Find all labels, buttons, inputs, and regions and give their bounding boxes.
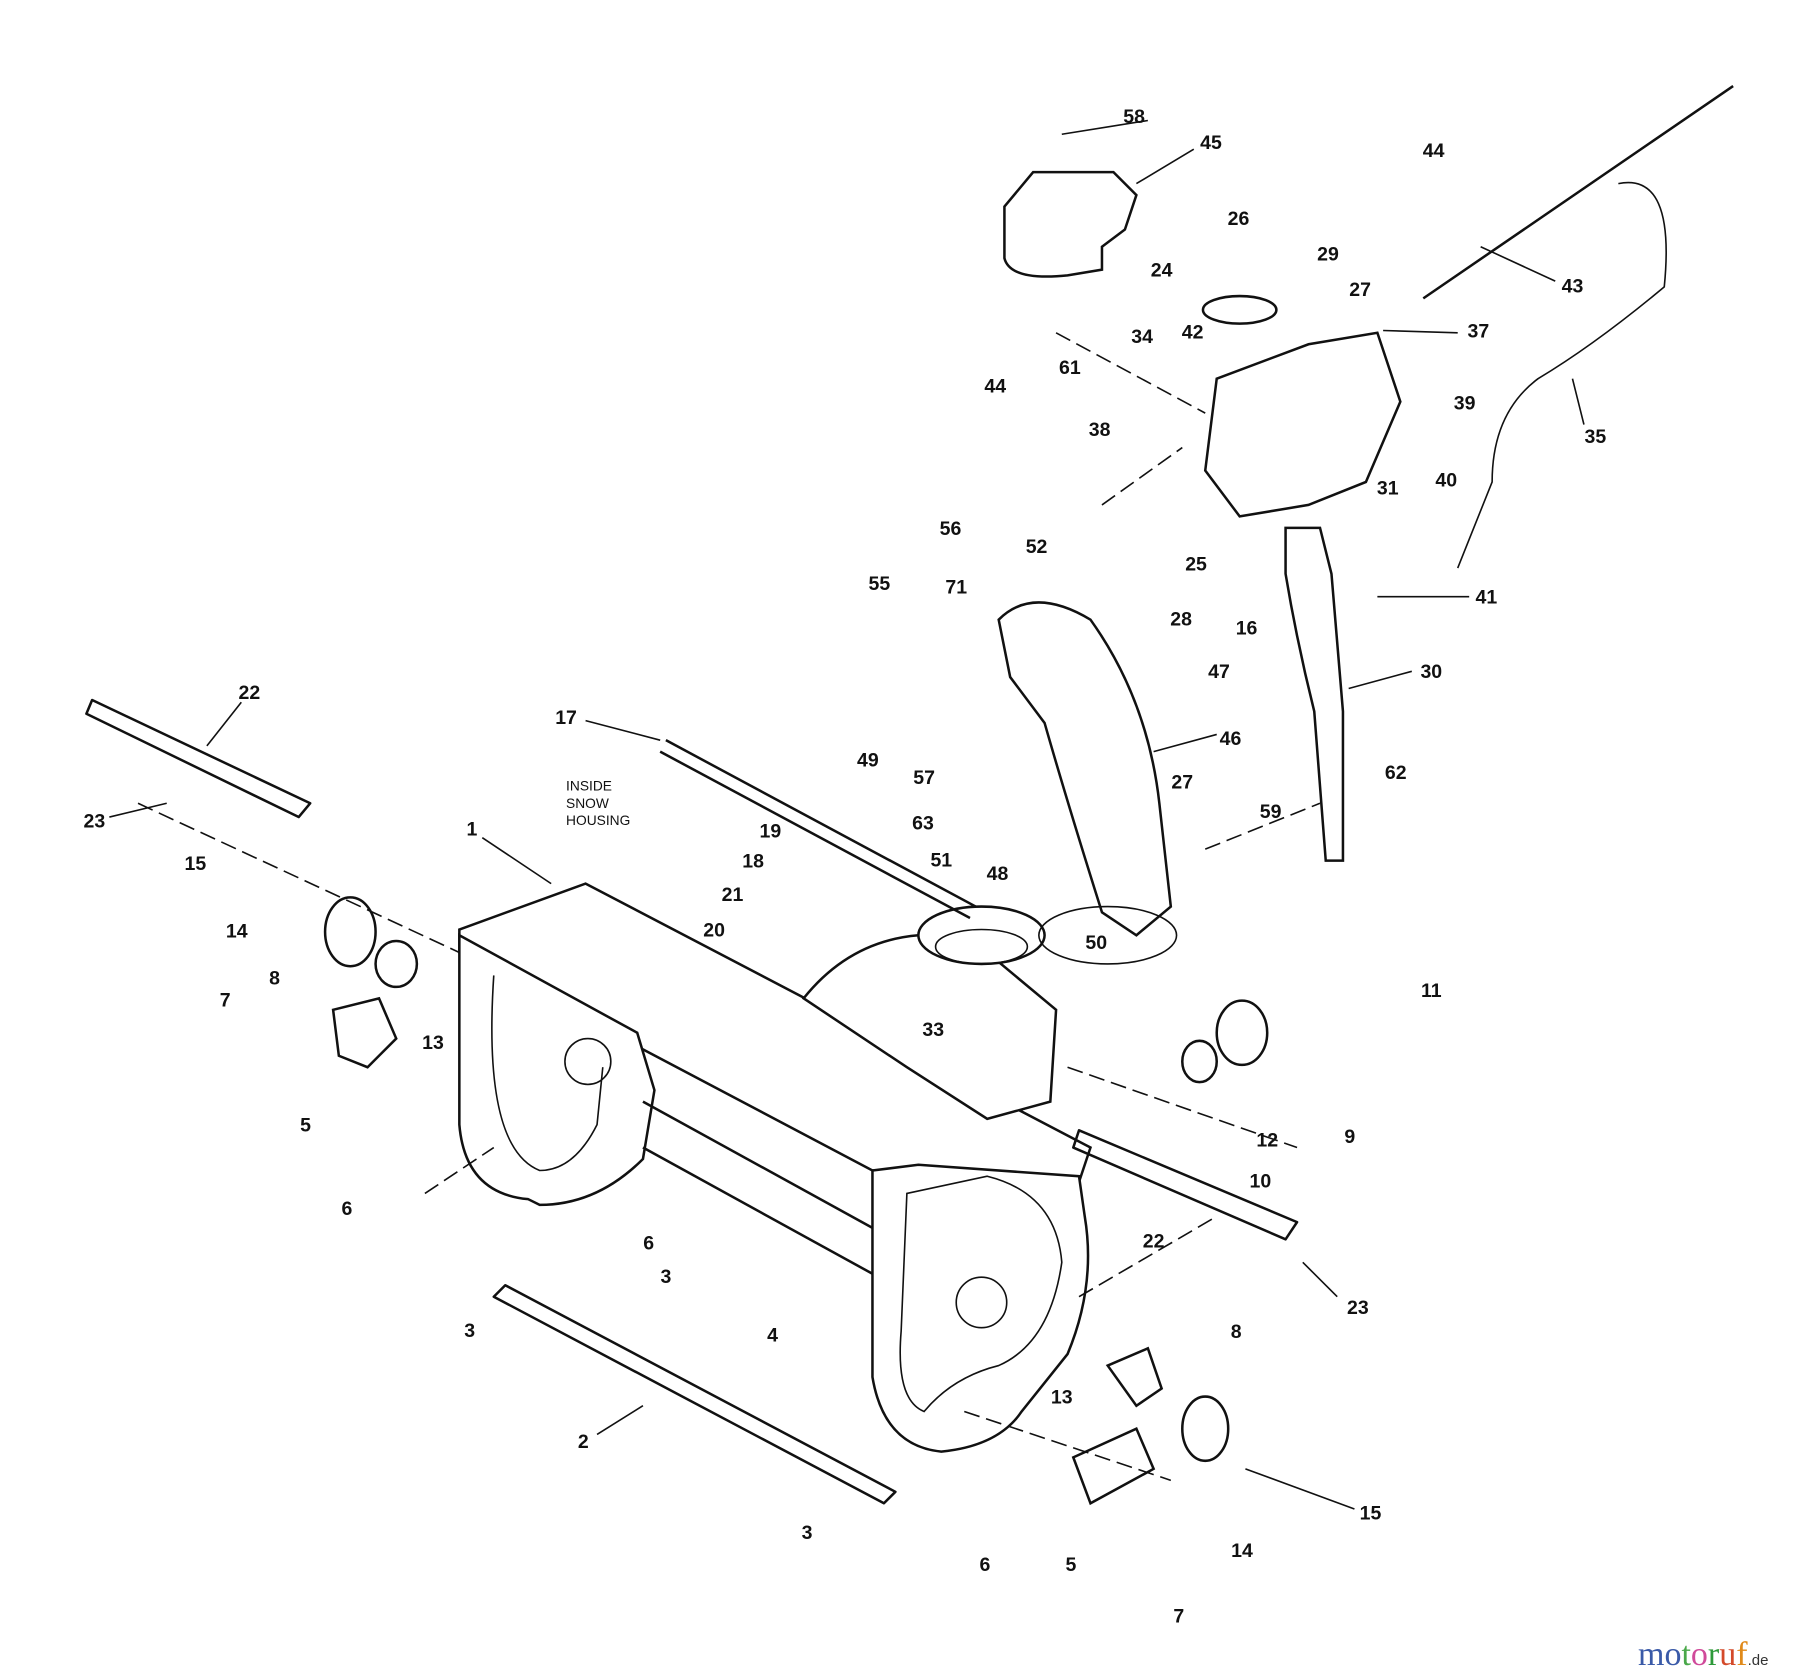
callout-37: 37 [1468,320,1490,342]
callout-48: 48 [987,863,1009,885]
callout-45: 45 [1200,132,1222,154]
callout-30: 30 [1420,661,1442,683]
callout-38: 38 [1089,419,1111,441]
logo-suffix: .de [1747,1652,1769,1669]
callout-23: 23 [1347,1297,1369,1319]
callout-55: 55 [868,573,890,595]
callout-23: 23 [84,810,106,832]
logo-letter: o [1664,1636,1682,1673]
note-line-2: SNOW [566,796,609,811]
callout-28: 28 [1170,608,1192,630]
scraper-bar [492,1283,897,1505]
note-line-3: HOUSING [566,813,630,828]
callout-31: 31 [1377,478,1399,500]
motoruf-watermark-logo: motoruf.de [1638,1636,1768,1674]
callout-49: 49 [857,750,879,772]
bearing-assemblies [323,896,1269,1506]
chute-crank [1201,85,1734,862]
callout-52: 52 [1026,536,1048,558]
shave-plates [85,698,1299,1241]
callout-24: 24 [1151,260,1173,282]
discharge-chute [997,170,1178,965]
callout-57: 57 [913,767,935,789]
callout-71: 71 [945,576,967,598]
callout-56: 56 [940,518,962,540]
callout-8: 8 [1231,1321,1242,1343]
callout-3: 3 [802,1522,813,1544]
callout-13: 13 [1051,1386,1073,1408]
callout-14: 14 [226,921,248,943]
callout-7: 7 [1173,1606,1184,1628]
note-line-1: INSIDE [566,779,612,794]
logo-letter: f [1736,1636,1748,1673]
callout-2: 2 [578,1431,589,1453]
callout-14: 14 [1231,1540,1253,1562]
snow-housing [458,882,1093,1453]
callout-22: 22 [1143,1230,1165,1252]
callout-1: 1 [467,818,478,840]
callout-43: 43 [1562,276,1584,298]
logo-letter: r [1707,1636,1720,1673]
callout-27: 27 [1171,771,1193,793]
callout-62: 62 [1385,762,1407,784]
callout-10: 10 [1249,1171,1271,1193]
callout-18: 18 [742,851,764,873]
callout-47: 47 [1208,661,1230,683]
callout-51: 51 [930,849,952,871]
leader-lines [109,119,1585,1510]
callout-21: 21 [722,884,744,906]
logo-letter: u [1719,1636,1737,1673]
callout-7: 7 [220,989,231,1011]
callout-5: 5 [1066,1554,1077,1576]
callout-42: 42 [1182,322,1204,344]
callout-35: 35 [1585,426,1607,448]
callout-8: 8 [269,968,280,990]
callout-12: 12 [1256,1129,1278,1151]
logo-letter: o [1690,1636,1708,1673]
callout-44: 44 [984,375,1006,397]
callout-46: 46 [1220,728,1242,750]
callout-61: 61 [1059,357,1081,379]
callout-40: 40 [1435,470,1457,492]
callout-44: 44 [1423,140,1445,162]
callout-4: 4 [767,1324,778,1346]
logo-letter: m [1638,1636,1665,1673]
inside-snow-housing-note: INSIDE SNOW HOUSING [566,779,630,828]
callout-29: 29 [1317,243,1339,265]
callout-41: 41 [1476,587,1498,609]
callout-58: 58 [1123,106,1145,128]
callout-27: 27 [1349,279,1371,301]
callout-39: 39 [1454,393,1476,415]
callout-11: 11 [1421,980,1442,1002]
callout-16: 16 [1236,618,1258,640]
callout-26: 26 [1228,208,1250,230]
callout-50: 50 [1085,932,1107,954]
logo-letter: t [1681,1636,1691,1673]
callout-33: 33 [922,1019,944,1041]
auger-shaft [659,739,977,920]
callout-3: 3 [660,1266,671,1288]
callout-17: 17 [555,707,577,729]
callout-34: 34 [1131,326,1153,348]
callout-63: 63 [912,813,934,835]
callout-5: 5 [300,1114,311,1136]
callout-13: 13 [422,1032,444,1054]
callout-22: 22 [238,682,260,704]
callout-6: 6 [979,1554,990,1576]
callout-59: 59 [1260,801,1282,823]
callout-9: 9 [1344,1126,1355,1148]
callout-19: 19 [759,821,781,843]
callout-6: 6 [341,1198,352,1220]
callout-20: 20 [703,919,725,941]
callout-15: 15 [185,853,207,875]
callout-15: 15 [1360,1502,1382,1524]
callout-25: 25 [1185,553,1207,575]
callout-3: 3 [464,1320,475,1342]
callout-6: 6 [643,1233,654,1255]
